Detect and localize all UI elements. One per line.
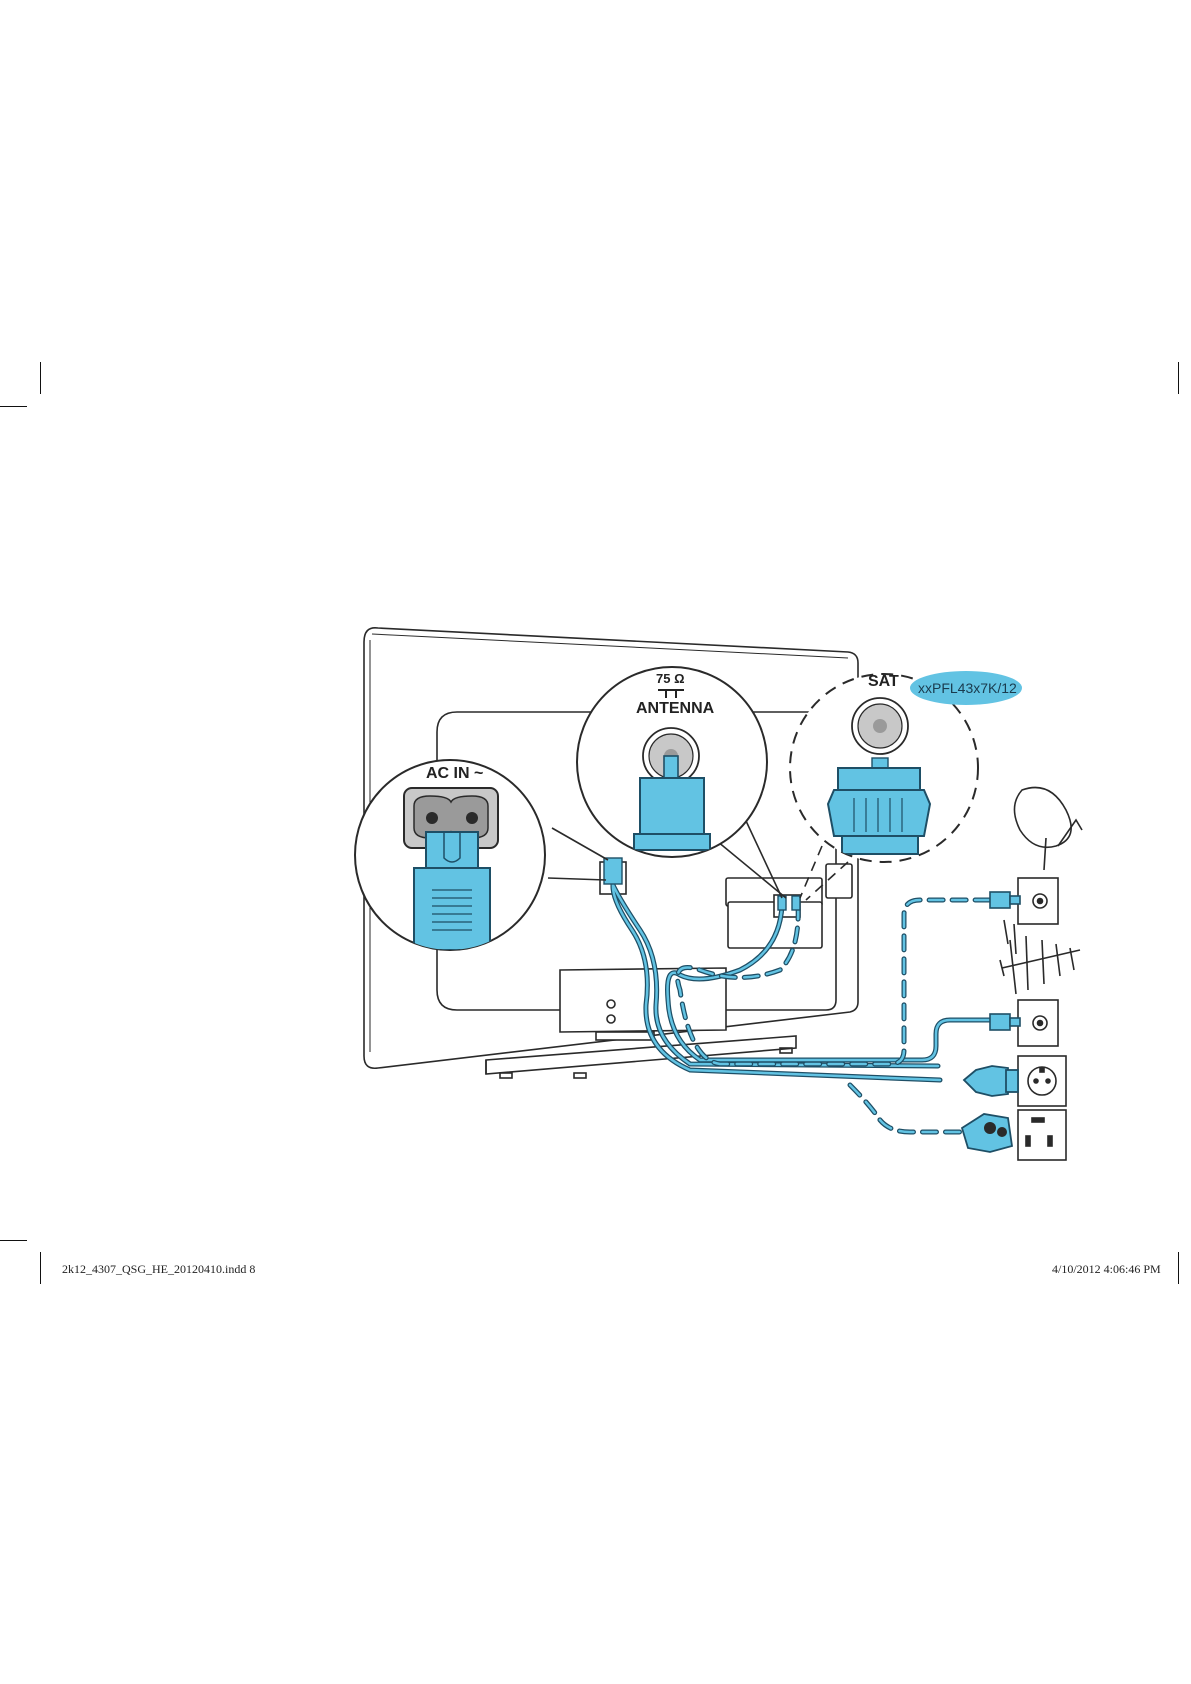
ac-in-callout: AC IN ~ xyxy=(355,760,545,950)
sat-plug xyxy=(990,892,1020,908)
ac-in-label: AC IN ~ xyxy=(426,765,483,782)
wall-socket-antenna xyxy=(1018,1000,1058,1046)
power-socket-uk xyxy=(1018,1110,1066,1160)
sat-label: SAT xyxy=(868,673,899,690)
satellite-dish-icon xyxy=(1014,788,1082,871)
footer-timestamp: 4/10/2012 4:06:46 PM xyxy=(1052,1262,1161,1277)
wall-socket-sat xyxy=(1018,878,1058,924)
euro-plug xyxy=(964,1066,1018,1096)
power-socket-euro xyxy=(1018,1056,1066,1106)
uk-plug xyxy=(962,1114,1012,1152)
model-tag-label: xxPFL43x7K/12 xyxy=(918,680,1017,696)
antenna-callout: 75 Ω ANTENNA xyxy=(577,667,767,857)
antenna-impedance-label: 75 Ω xyxy=(656,671,685,686)
tv-aerial-icon xyxy=(1000,920,1080,994)
footer-file-name: 2k12_4307_QSG_HE_20120410.indd 8 xyxy=(62,1262,255,1277)
antenna-plug xyxy=(990,1014,1020,1030)
antenna-label: ANTENNA xyxy=(636,700,715,717)
model-tag: xxPFL43x7K/12 xyxy=(910,671,1022,705)
